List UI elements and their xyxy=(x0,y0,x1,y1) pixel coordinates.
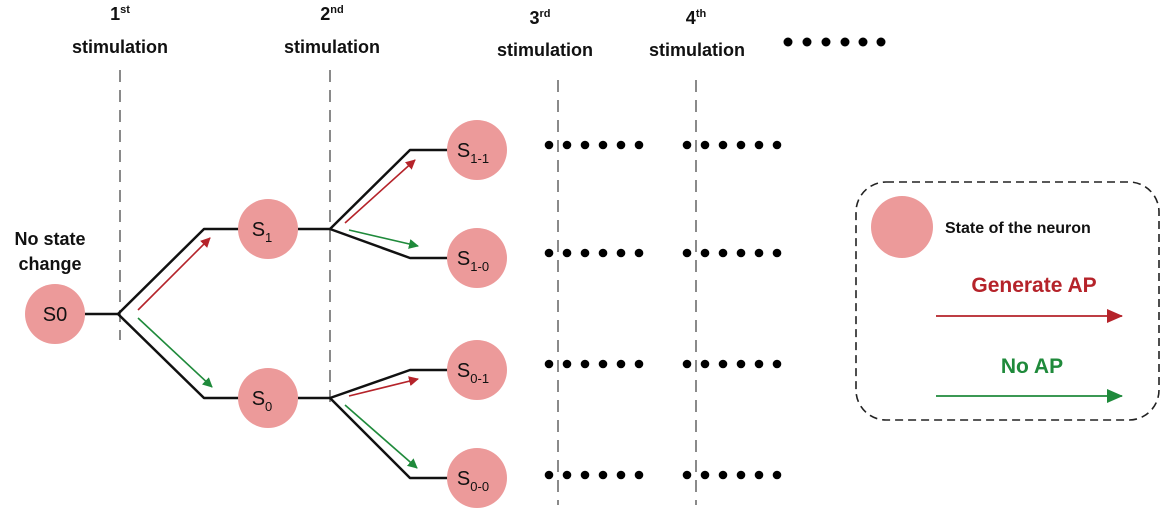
row-ellipsis xyxy=(544,248,782,258)
svg-text:S0: S0 xyxy=(43,304,67,326)
row-ellipsis xyxy=(544,470,782,480)
stimulation-3-word: stimulation xyxy=(497,40,593,60)
stimulation-2-word: stimulation xyxy=(284,37,380,57)
node-s1: S1 xyxy=(238,199,298,259)
legend-box xyxy=(855,181,1160,421)
svg-text:S1: S1 xyxy=(252,219,273,245)
no-state-change-label: No state xyxy=(14,229,85,249)
generate-ap-arrow xyxy=(344,159,416,224)
node-root: S0 xyxy=(25,284,85,344)
stimulation-4-label: 4th xyxy=(686,8,707,28)
row-ellipsis xyxy=(544,140,782,150)
stimulation-1-word: stimulation xyxy=(72,37,168,57)
stimulation-1-label: 1st xyxy=(110,4,130,24)
branch-to-s10 xyxy=(329,227,448,260)
node-s1-1: S1-1 xyxy=(447,120,507,180)
generate-ap-arrow xyxy=(137,237,211,311)
branch-to-s0 xyxy=(117,313,240,400)
svg-text:S0-1: S0-1 xyxy=(457,360,489,386)
node-s0: S0 xyxy=(238,368,298,428)
node-s1-0: S1-0 xyxy=(447,228,507,288)
row-ellipsis xyxy=(544,359,782,369)
top-ellipsis xyxy=(783,37,886,47)
branch-to-s00 xyxy=(329,397,448,480)
branch-to-s1 xyxy=(117,227,240,315)
legend-noap-label: No AP xyxy=(1001,355,1063,378)
node-s0-0: S0-0 xyxy=(447,448,507,508)
legend: State of the neuron Generate AP No AP xyxy=(855,181,1160,421)
legend-state-swatch xyxy=(871,196,933,258)
no-state-change-label-line2: change xyxy=(18,254,81,274)
stimulation-2-label: 2nd xyxy=(320,4,343,24)
svg-text:S1-0: S1-0 xyxy=(457,248,489,274)
legend-state-label: State of the neuron xyxy=(945,220,1091,237)
branch-to-s01 xyxy=(329,368,448,400)
svg-text:S0-0: S0-0 xyxy=(457,468,489,494)
stimulation-4-word: stimulation xyxy=(649,40,745,60)
svg-text:S1-1: S1-1 xyxy=(457,140,489,166)
branch-to-s11 xyxy=(329,148,448,230)
legend-generate-label: Generate AP xyxy=(971,274,1096,297)
no-ap-arrow xyxy=(137,317,213,388)
svg-text:S0: S0 xyxy=(252,388,273,414)
generate-ap-arrow xyxy=(348,376,419,397)
node-s0-1: S0-1 xyxy=(447,340,507,400)
no-ap-arrow xyxy=(348,229,419,249)
stimulation-3-label: 3rd xyxy=(529,8,550,28)
no-ap-arrow xyxy=(344,404,418,469)
